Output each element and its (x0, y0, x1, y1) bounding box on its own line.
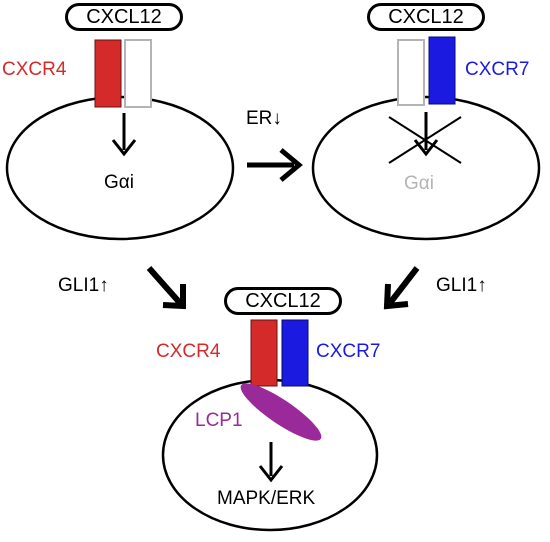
mapk-erk-label: MAPK/ERK (217, 488, 316, 509)
gli1-up-label-right: GLI1↑ (436, 275, 487, 296)
lcp1-label: LCP1 (195, 410, 243, 431)
cxcr4-label-bottom: CXCR4 (156, 341, 221, 362)
er-down-label: ER↓ (246, 108, 282, 129)
receptor-to-gai-arrowhead-top-left (111, 139, 137, 157)
empty-receptor-top-left (124, 39, 152, 108)
right-gli1-arrowhead (383, 283, 409, 310)
cxcr7-receptor-top-right (428, 36, 456, 105)
gli1-up-label-left: GLI1↑ (58, 275, 109, 296)
ligand-top-right: CXCL12 (367, 3, 485, 31)
cxcr7-label-bottom: CXCR7 (316, 341, 381, 362)
gai-label-top-left: Gαi (104, 172, 134, 193)
empty-receptor-top-right (397, 39, 425, 106)
cxcr4-receptor-top-left (94, 39, 122, 108)
right-gli1-arrow-shaft (387, 266, 420, 305)
cxcr7-receptor-bottom (281, 319, 309, 387)
transition-arrowhead (279, 148, 303, 182)
cxcr7-label-top-right: CXCR7 (465, 59, 530, 80)
left-gli1-arrow-shaft (146, 266, 183, 305)
top-right-cell-membrane (311, 95, 541, 241)
ligand-bottom: CXCL12 (224, 287, 342, 315)
top-left-cell-membrane (5, 95, 235, 241)
gai-label-top-right: Gαi (404, 173, 434, 194)
mapk-erk-arrowhead (258, 465, 284, 483)
cxcr4-receptor-bottom (250, 319, 278, 387)
cxcr4-label-top-left: CXCR4 (2, 59, 67, 80)
lcp1-protein (240, 383, 322, 441)
left-gli1-arrowhead (162, 284, 186, 310)
block-cross-line-2 (388, 116, 462, 164)
ligand-top-left: CXCL12 (65, 3, 183, 31)
